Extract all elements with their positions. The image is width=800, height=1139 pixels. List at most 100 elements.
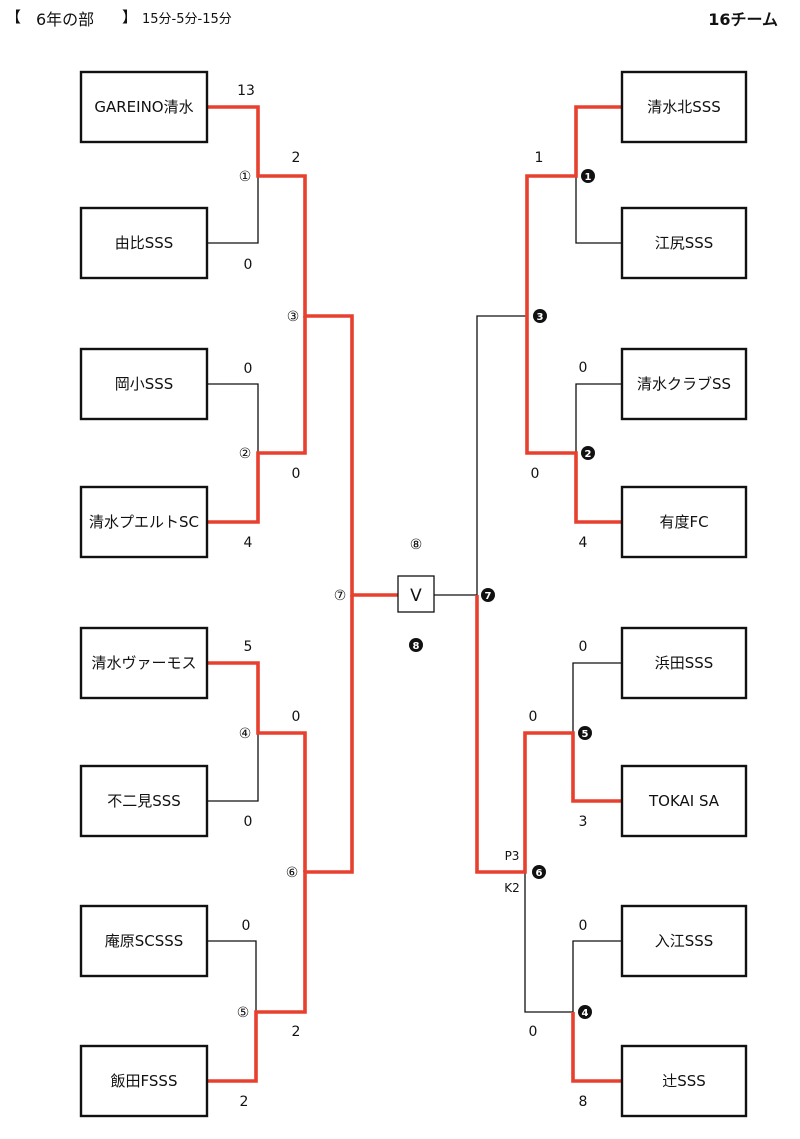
team-box: [620, 904, 748, 978]
score: 4: [579, 535, 588, 551]
score: 2: [292, 150, 301, 166]
left-scores: 13 0 0 4 5 0 0 2 2 0 0 2: [237, 83, 300, 1110]
team-name: 飯田FSSS: [111, 1072, 178, 1090]
win-path-puerto: [207, 316, 307, 524]
match-numbers-left: ① ② ③ ④ ⑤ ⑥ ⑦ ⑧: [237, 169, 423, 1021]
win-path-gareino: [207, 105, 398, 597]
pk-score: K2: [504, 881, 520, 895]
team-box: [620, 1044, 748, 1118]
bracket-lines-red: [207, 105, 622, 1083]
header-bracket-open: 【: [6, 8, 22, 26]
win-path-udo: [525, 316, 622, 524]
team-box: [620, 764, 748, 838]
score: 8: [579, 1094, 588, 1110]
team-box: [620, 626, 748, 700]
match-number: ⑧: [410, 537, 423, 553]
match-number: 4: [582, 1008, 589, 1019]
team-box: [79, 347, 209, 421]
team-box: [79, 626, 209, 700]
division-title: 6年の部: [36, 10, 95, 29]
team-name: 入江SSS: [655, 932, 714, 950]
score: 0: [244, 257, 253, 273]
line-r2-puerto: [258, 316, 306, 454]
team-name: 浜田SSS: [655, 654, 714, 672]
match-number-badge: [578, 1005, 592, 1019]
line-ihara: [207, 940, 257, 1012]
line-r2-right-bottom: [524, 872, 573, 1013]
match-number: ⑦: [334, 588, 347, 604]
team-name: 庵原SCSSS: [105, 932, 184, 950]
team-box: [620, 70, 748, 144]
team-name: 不二見SSS: [107, 792, 181, 810]
match-number-badge: [532, 865, 546, 879]
left-teams: GAREINO清水 由比SSS 岡小SSS 清水プエルトSC 清水ヴァーモス 不…: [79, 70, 209, 1118]
score: 5: [244, 639, 253, 655]
score: 0: [531, 466, 540, 482]
score: 2: [292, 1024, 301, 1040]
match-number: 8: [413, 641, 420, 652]
score: 3: [579, 814, 588, 830]
right-teams: 清水北SSS 江尻SSS 清水クラブSS 有度FC 浜田SSS TOKAI SA…: [620, 70, 748, 1118]
score: 0: [244, 814, 253, 830]
score: 2: [240, 1094, 249, 1110]
match-number: ①: [239, 169, 252, 185]
team-box: [79, 764, 209, 838]
line-shimizu-club: [575, 383, 622, 453]
team-name: 辻SSS: [662, 1072, 706, 1090]
line-hamada: [572, 662, 622, 733]
line-r2-vamos: [258, 732, 306, 872]
score: 0: [242, 918, 251, 934]
match-format: 15分-5分-15分: [142, 12, 232, 27]
team-box: [79, 904, 209, 978]
score: 0: [292, 709, 301, 725]
team-name: 清水ヴァーモス: [91, 654, 196, 672]
match-number: ④: [239, 726, 252, 742]
right-scores: 1 0 0 4 0 3 0 8 0 0 P3 K2: [504, 150, 587, 1110]
team-name: 清水プエルトSC: [89, 513, 199, 531]
team-name: 江尻SSS: [655, 234, 714, 252]
page-header: 【 6年の部 】 15分-5分-15分 16チーム: [0, 0, 800, 34]
team-box: [620, 485, 748, 559]
match-number: ⑤: [237, 1005, 250, 1021]
winner-box: [397, 575, 435, 613]
score: 0: [579, 360, 588, 376]
team-name: 由比SSS: [115, 234, 174, 252]
score: 0: [529, 709, 538, 725]
win-path-vamos: [207, 661, 307, 872]
match-number: 1: [585, 172, 592, 183]
team-name: 清水クラブSS: [637, 375, 731, 393]
win-path-tsuji: [571, 1012, 622, 1083]
team-box: [620, 206, 748, 280]
match-number: 2: [585, 449, 592, 460]
team-name: TOKAI SA: [648, 792, 720, 810]
line-yui: [207, 176, 259, 244]
team-name: 岡小SSS: [115, 375, 174, 393]
score: 0: [579, 639, 588, 655]
score: 0: [244, 361, 253, 377]
match-number: ③: [287, 309, 300, 325]
match-number: 6: [536, 868, 543, 879]
win-path-kita: [525, 105, 622, 316]
match-number-badge: [409, 638, 423, 652]
team-box: [79, 70, 209, 144]
match-number: ②: [239, 446, 252, 462]
match-number: ⑥: [286, 865, 299, 881]
match-number: 3: [537, 312, 544, 323]
line-r3-right-top: [476, 315, 527, 595]
win-path-tokai: [475, 595, 622, 874]
win-path-iida: [207, 595, 354, 1083]
team-name: 清水北SSS: [647, 98, 721, 116]
line-irie: [572, 940, 622, 1012]
winner-label: V: [410, 586, 422, 606]
match-number-badge: [533, 309, 547, 323]
line-oka: [207, 383, 259, 453]
final-winner: V: [397, 575, 435, 613]
line-ejiri: [575, 176, 622, 244]
team-box: [620, 347, 748, 421]
pk-score: P3: [505, 849, 520, 863]
score: 0: [292, 466, 301, 482]
match-number-badge: [581, 169, 595, 183]
match-number-badge: [481, 588, 495, 602]
score: 13: [237, 83, 255, 99]
